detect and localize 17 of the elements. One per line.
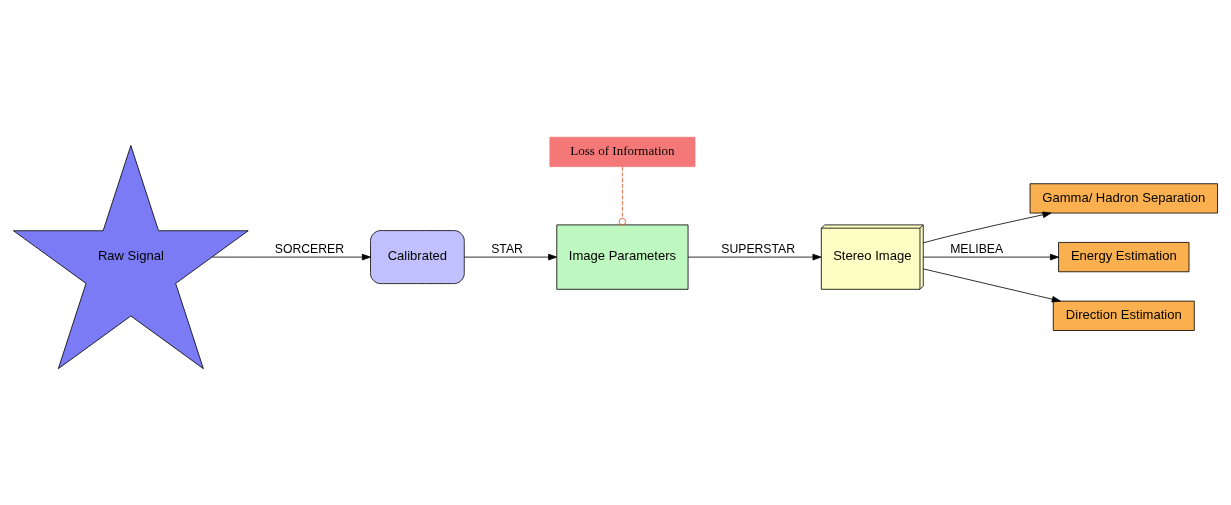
edge-label: STAR — [491, 241, 523, 256]
connector — [618, 165, 627, 225]
arrow — [922, 253, 1059, 260]
edge-label: MELIBEA — [950, 241, 1004, 256]
node-box: Calibrated — [370, 229, 465, 284]
node-box: Energy Estimation — [1058, 241, 1190, 272]
node-box: Image Parameters — [556, 224, 689, 290]
node-box: Loss of Information — [549, 136, 696, 167]
arrow — [922, 211, 1052, 243]
node-box: Direction Estimation — [1052, 300, 1195, 331]
edge-label: SORCERER — [274, 241, 344, 256]
arrow — [687, 253, 822, 260]
arrow — [463, 253, 558, 260]
arrow — [922, 268, 1061, 302]
edge-label: SUPERSTAR — [721, 241, 796, 256]
arrow — [211, 253, 371, 260]
node-box: Gamma/ Hadron Separation — [1029, 182, 1218, 213]
